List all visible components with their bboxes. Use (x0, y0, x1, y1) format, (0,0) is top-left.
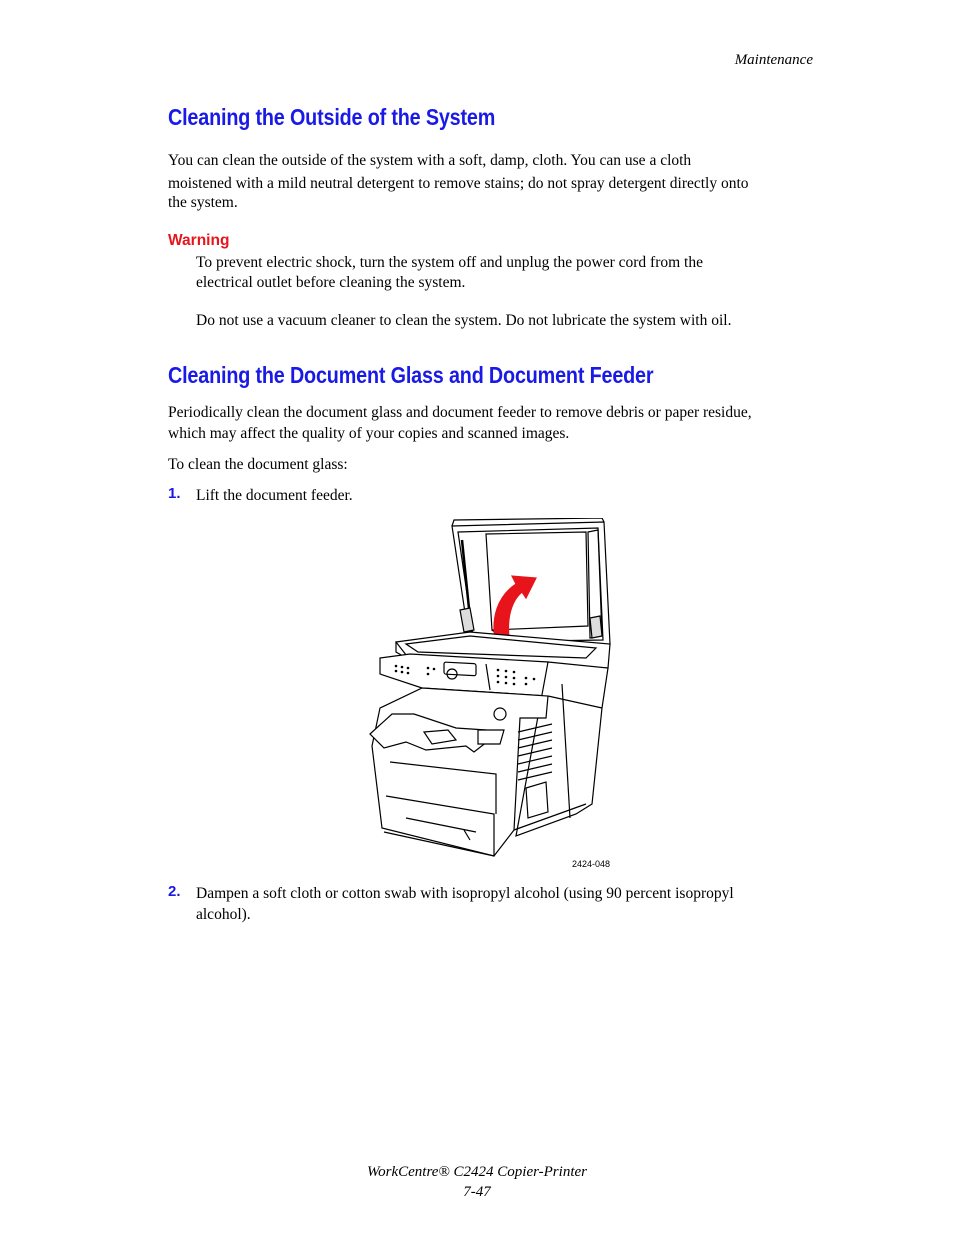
section1-intro: You can clean the outside of the system … (168, 150, 749, 213)
footer-page-number: 7-47 (463, 1184, 491, 1200)
text-line: You can clean the outside of the system … (168, 152, 692, 169)
figure-id: 2424-048 (572, 859, 611, 869)
text-line: moistened with a mild neutral detergent … (168, 175, 749, 192)
vent-grille (517, 723, 553, 781)
section-title-outside: Cleaning the Outside of the System (168, 104, 496, 130)
text-line: electrical outlet before cleaning the sy… (196, 274, 466, 291)
step-2-text: Dampen a soft cloth or cotton swab with … (196, 883, 734, 925)
printer-body (369, 661, 609, 857)
text-line: the system. (168, 194, 238, 211)
lift-arrow (493, 575, 537, 645)
printer-illustration (366, 517, 616, 863)
text-line: alcohol). (196, 906, 251, 923)
section2-intro: Periodically clean the document glass an… (168, 402, 752, 444)
control-panel (379, 653, 549, 697)
text-line: Dampen a soft cloth or cotton swab with … (196, 885, 734, 902)
warning-note: Do not use a vacuum cleaner to clean the… (196, 312, 732, 329)
step-2: 2. (168, 883, 181, 901)
step-number: 2. (168, 883, 181, 900)
step-number: 1. (168, 485, 181, 502)
footer-product: WorkCentre® C2424 Copier-Printer (367, 1164, 587, 1180)
step-1: 1. (168, 485, 181, 503)
running-header: Maintenance (734, 52, 813, 68)
warning-label: Warning (168, 232, 230, 249)
step-1-text: Lift the document feeder. (196, 487, 353, 504)
section-title-document-glass: Cleaning the Document Glass and Document… (168, 362, 654, 388)
procedure-lead: To clean the document glass: (168, 456, 348, 473)
text-line: Periodically clean the document glass an… (168, 404, 752, 421)
text-line: which may affect the quality of your cop… (168, 425, 570, 442)
text-line: To prevent electric shock, turn the syst… (196, 254, 703, 271)
warning-text: To prevent electric shock, turn the syst… (196, 253, 703, 293)
